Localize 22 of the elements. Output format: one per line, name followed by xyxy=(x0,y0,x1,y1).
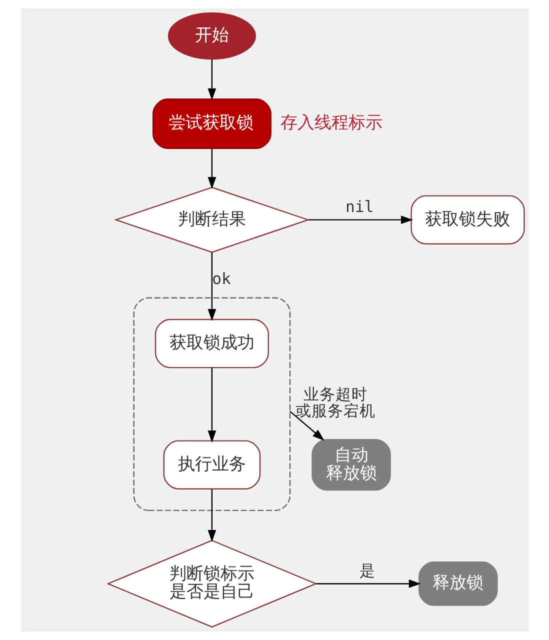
arrow xyxy=(308,216,413,224)
node-ellipse: 开始 xyxy=(167,12,256,60)
node-label: 存入线程标示 xyxy=(280,112,382,132)
node-diamond: 判断结果 xyxy=(114,186,310,253)
arrow xyxy=(207,148,216,190)
node-box: 获取锁失败 xyxy=(410,195,524,244)
edge-label: 业务超时或服务宕机 xyxy=(295,385,376,420)
arrow xyxy=(207,368,216,443)
edge-label: 是 xyxy=(358,562,375,580)
arrow xyxy=(207,59,216,100)
node-box: 自动释放锁 xyxy=(311,439,390,491)
cluster xyxy=(132,297,290,512)
node-diamond: 判断锁标示是否是自己 xyxy=(106,540,317,628)
arrow xyxy=(207,252,216,322)
node-box: 获取锁成功 xyxy=(154,318,268,368)
node-box: 释放锁 xyxy=(418,562,498,606)
arrow xyxy=(289,410,324,441)
node-box: 执行业务 xyxy=(162,440,260,490)
edge-label: ok xyxy=(212,270,230,288)
edge-label: nil xyxy=(345,198,374,216)
arrow xyxy=(316,580,420,588)
arrow xyxy=(207,489,216,542)
